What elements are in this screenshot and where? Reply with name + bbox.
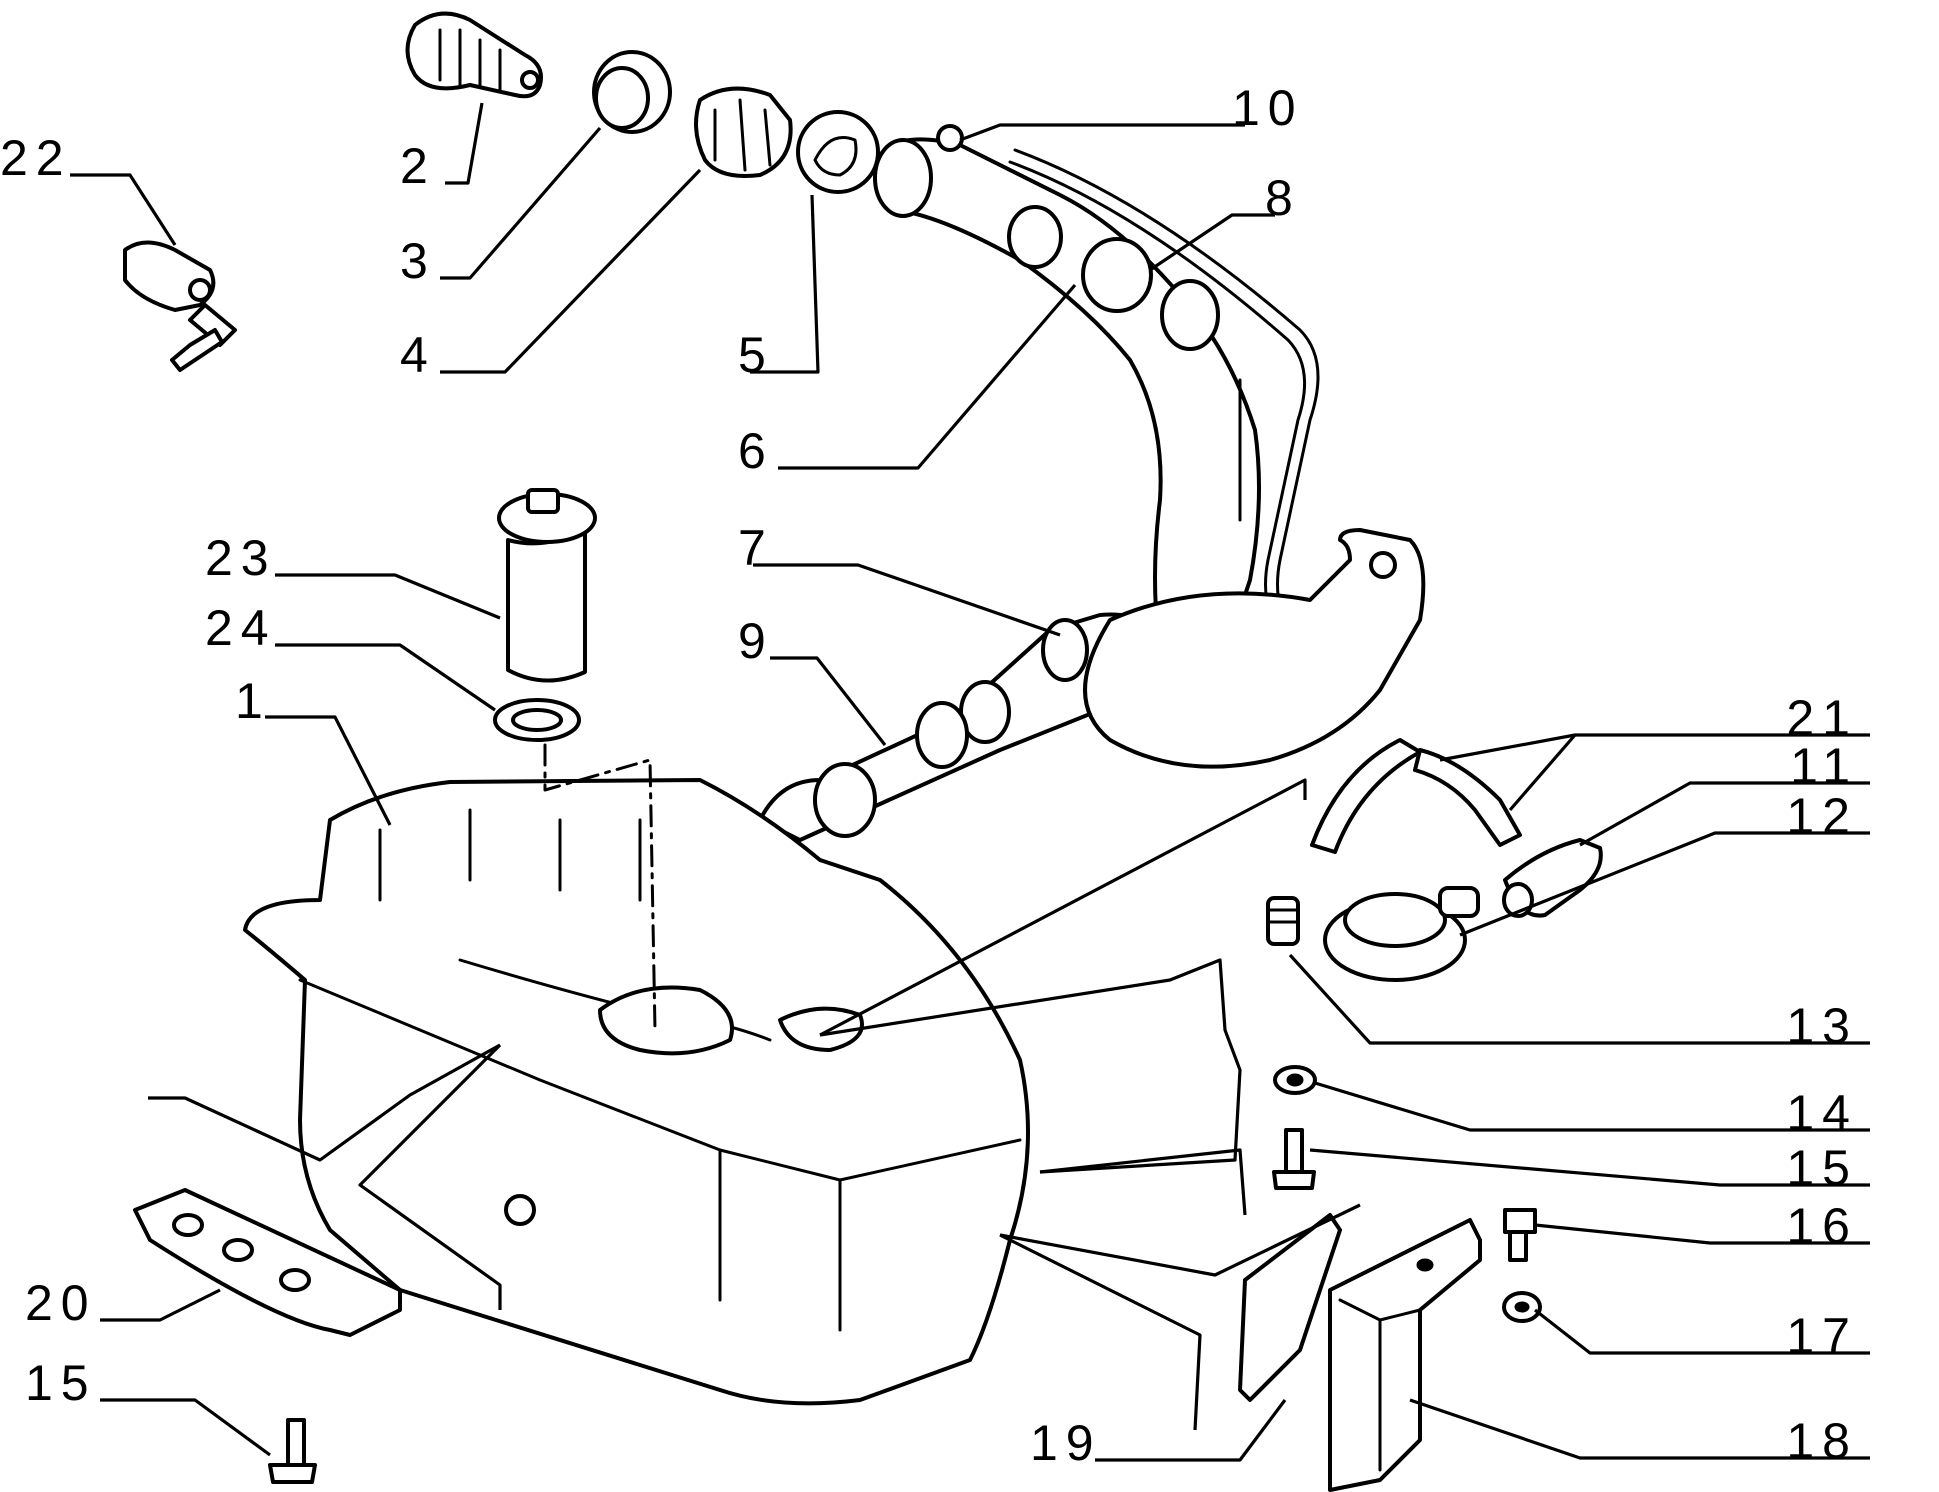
part-bolt-left xyxy=(268,1418,317,1484)
callout-12: 12 xyxy=(1786,788,1858,844)
callout-7: 7 xyxy=(738,520,774,576)
callout-20: 20 xyxy=(25,1275,97,1331)
callout-15-right: 15 xyxy=(1786,1140,1858,1196)
part-washer-17 xyxy=(1502,1291,1542,1323)
callout-6: 6 xyxy=(738,423,774,479)
part-bracket-18 xyxy=(1328,1218,1482,1492)
callout-3: 3 xyxy=(400,233,436,289)
callout-1: 1 xyxy=(235,673,271,729)
part-evap-valve xyxy=(1323,886,1480,982)
callout-24: 24 xyxy=(205,600,277,656)
part-vent-hoses xyxy=(1310,738,1522,854)
callout-2: 2 xyxy=(400,138,436,194)
part-fuel-tank xyxy=(243,778,1030,1406)
part-filler-sleeve xyxy=(405,11,543,99)
part-seal-ring xyxy=(493,698,581,742)
part-filler-hose xyxy=(758,612,1162,842)
alignment-line xyxy=(543,743,657,1032)
callout-15-left: 15 xyxy=(25,1355,97,1411)
callout-labels: 1 2 3 4 5 6 7 8 9 10 11 12 13 14 15 16 1… xyxy=(0,80,1858,1471)
part-lock-with-keys xyxy=(123,240,237,372)
part-bracket-19 xyxy=(1238,1213,1342,1402)
part-tank-upper-section xyxy=(1083,528,1426,769)
part-bolt-right xyxy=(1272,1128,1316,1190)
part-bayonet-bracket xyxy=(694,86,793,178)
callout-9: 9 xyxy=(738,613,774,669)
leader-lines xyxy=(70,102,1870,1462)
callout-14: 14 xyxy=(1786,1085,1858,1141)
part-strap-plate xyxy=(133,1188,402,1337)
callout-19: 19 xyxy=(1030,1415,1102,1471)
callout-13: 13 xyxy=(1786,998,1858,1054)
part-elbow-connector xyxy=(1502,838,1603,918)
part-bolt-16 xyxy=(1503,1208,1537,1262)
callout-22: 22 xyxy=(0,130,72,186)
callout-23: 23 xyxy=(205,530,277,586)
callout-21: 21 xyxy=(1786,690,1858,746)
callout-8: 8 xyxy=(1265,170,1301,226)
part-fuel-pump xyxy=(497,488,597,683)
part-rubber-washer xyxy=(1273,1065,1317,1095)
callout-17: 17 xyxy=(1786,1308,1858,1364)
part-valve-fitting xyxy=(1266,896,1300,946)
callout-18: 18 xyxy=(1786,1413,1858,1469)
callout-5: 5 xyxy=(738,327,774,383)
part-filler-neck xyxy=(873,137,1261,652)
callout-16: 16 xyxy=(1786,1198,1858,1254)
part-cap-ring xyxy=(592,50,672,134)
callout-4: 4 xyxy=(400,327,436,383)
callout-11: 11 xyxy=(1790,738,1858,794)
part-gasket xyxy=(796,110,880,194)
callout-10: 10 xyxy=(1232,80,1304,136)
